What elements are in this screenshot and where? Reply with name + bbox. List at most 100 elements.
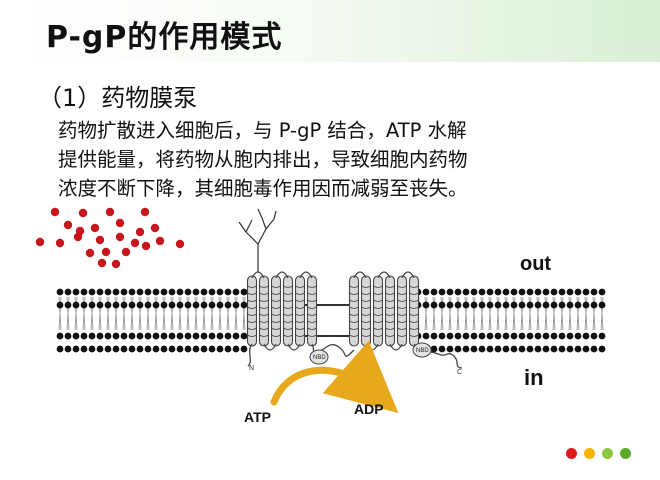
helix-turn [361, 320, 371, 323]
lipid-head [582, 301, 590, 309]
helix-turn [385, 327, 395, 330]
lipid-head [454, 345, 462, 353]
nav-dot [566, 448, 577, 459]
helix-turn [295, 334, 305, 337]
lipid-head [72, 301, 80, 309]
lipid-head [128, 332, 136, 340]
helix-turn [349, 313, 359, 316]
helix-turn [373, 334, 383, 337]
helix-turn [247, 285, 257, 288]
protein-loop [377, 271, 391, 279]
lipid-head [566, 332, 574, 340]
lipid-head [598, 345, 606, 353]
lipid-head [144, 332, 152, 340]
lipid-head [176, 288, 184, 296]
lipid-head [574, 332, 582, 340]
nbd-domain [412, 342, 432, 358]
label-n-terminus: N [249, 365, 254, 372]
lipid-head [216, 288, 224, 296]
lipid-head [590, 332, 598, 340]
helix-turn [385, 334, 395, 337]
helix-turn [283, 285, 293, 288]
lipid-head [160, 332, 168, 340]
helix-turn [373, 299, 383, 302]
lipid-head [56, 332, 64, 340]
lipid-head [550, 301, 558, 309]
section-subtitle: （1）药物膜泵 [38, 84, 198, 112]
drug-molecule [85, 248, 95, 258]
helix-turn [259, 306, 269, 309]
lipid-head [494, 288, 502, 296]
lipid-head [80, 332, 88, 340]
lipid-head [216, 301, 224, 309]
helix-turn [247, 320, 257, 323]
helix-turn [295, 292, 305, 295]
lipid-head [550, 288, 558, 296]
drug-molecule [150, 223, 160, 233]
helix-turn [373, 327, 383, 330]
paragraph-line-3: 浓度不断下降，其细胞毒作用因而减弱至丧失。 [58, 177, 468, 200]
nav-dot [584, 448, 595, 459]
drug-molecules [35, 207, 185, 269]
helix-turn [397, 306, 407, 309]
lipid-head [486, 288, 494, 296]
lipid-head [192, 288, 200, 296]
lipid-head [598, 288, 606, 296]
helix-turn [283, 334, 293, 337]
lipid-head [224, 288, 232, 296]
lipid-head [478, 301, 486, 309]
lipid-head [168, 332, 176, 340]
lipid-head [200, 332, 208, 340]
helix-turn [409, 292, 419, 295]
lipid-head [462, 288, 470, 296]
lipid-head [598, 301, 606, 309]
lipid-head [216, 345, 224, 353]
lipid-head [120, 288, 128, 296]
lipid-head [112, 345, 120, 353]
lipid-head [168, 345, 176, 353]
transmembrane-helix [282, 275, 294, 347]
helix-turn [295, 285, 305, 288]
helix-turn [349, 306, 359, 309]
lipid-head [56, 301, 64, 309]
title-band [0, 0, 660, 62]
lipid-head [542, 301, 550, 309]
lipid-head [136, 332, 144, 340]
helix-turn [409, 313, 419, 316]
pgp-protein [238, 208, 463, 414]
glycosylation-branch [261, 217, 267, 230]
lipid-head [216, 332, 224, 340]
helix-turn [307, 299, 317, 302]
helix-turn [373, 313, 383, 316]
helix-turn [385, 292, 395, 295]
lipid-head [160, 288, 168, 296]
lipid-head [104, 345, 112, 353]
drug-molecule [130, 238, 140, 248]
lipid-head [240, 288, 248, 296]
lipid-head [534, 345, 542, 353]
lipid-head [152, 301, 160, 309]
lipid-head [232, 288, 240, 296]
helix-turn [385, 313, 395, 316]
helix-turn [397, 299, 407, 302]
drug-molecule [55, 238, 65, 248]
lipid-head [168, 301, 176, 309]
lipid-head [510, 301, 518, 309]
lipid-head [582, 288, 590, 296]
helix-turn [361, 299, 371, 302]
glycosylation-branch [257, 208, 263, 219]
lipid-head [144, 301, 152, 309]
lipid-head [200, 288, 208, 296]
helix-turn [373, 285, 383, 288]
drug-molecule [135, 227, 145, 237]
lipid-head [192, 332, 200, 340]
helix-turn [349, 320, 359, 323]
lipid-head [526, 332, 534, 340]
lipid-head [152, 288, 160, 296]
lipid-head [112, 301, 120, 309]
lipid-head [478, 288, 486, 296]
drug-molecule [97, 258, 107, 268]
helix-turn [295, 313, 305, 316]
drug-molecule [140, 207, 150, 217]
helix-turn [247, 292, 257, 295]
